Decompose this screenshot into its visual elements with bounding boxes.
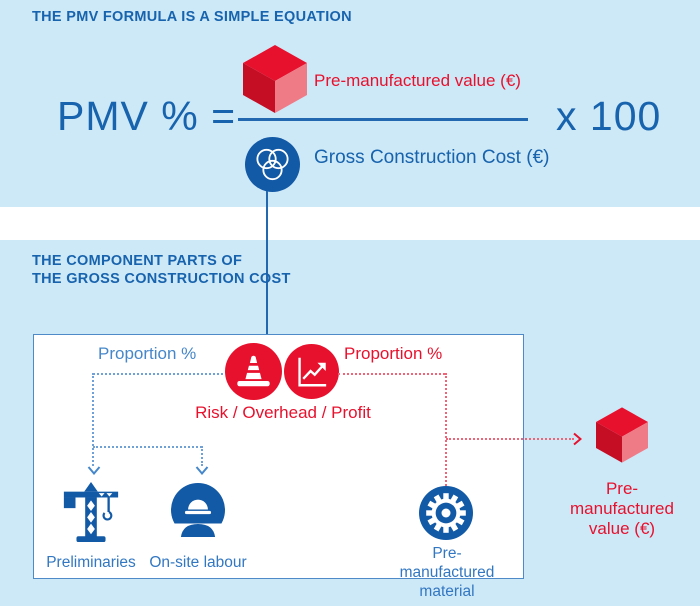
- output-label-line2: manufactured: [570, 499, 674, 518]
- crane-icon: [60, 480, 122, 544]
- red-dotted-line-top: [338, 373, 445, 375]
- formula-multiplier: x 100: [556, 93, 662, 139]
- proportion-right-label: Proportion %: [344, 344, 443, 363]
- worker-icon: [171, 483, 225, 537]
- components-heading-line1: THE COMPONENT PARTS OF: [32, 253, 243, 269]
- output-label-line3: value (€): [588, 519, 656, 538]
- formula-section-background: [0, 0, 700, 207]
- preliminaries-label: Preliminaries: [46, 554, 136, 571]
- components-section-heading: THE COMPONENT PARTS OF THE GROSS CONSTRU…: [32, 253, 291, 288]
- blue-dotted-line-branch: [93, 446, 202, 448]
- traffic-cone-icon: [225, 343, 282, 400]
- blue-dotted-line-branch-drop: [201, 446, 203, 466]
- formula-lhs: PMV % =: [57, 93, 237, 139]
- components-heading-line2: THE GROSS CONSTRUCTION COST: [32, 270, 291, 287]
- risk-overhead-profit-label: Risk / Overhead / Profit: [195, 403, 371, 422]
- formula-section-heading: THE PMV FORMULA IS A SIMPLE EQUATION: [32, 9, 352, 25]
- red-dotted-line-vertical: [445, 373, 447, 486]
- fraction-line: [238, 118, 528, 121]
- red-dotted-line-to-cube: [446, 438, 574, 440]
- denominator-label: Gross Construction Cost (€): [314, 147, 550, 168]
- proportion-left-label: Proportion %: [98, 344, 197, 363]
- red-cube-icon: [243, 45, 307, 113]
- connector-line: [266, 191, 268, 334]
- down-arrow-icon: [87, 466, 101, 475]
- onsite-labour-label: On-site labour: [149, 554, 247, 571]
- output-value-label: Pre- manufactured value (€): [552, 479, 692, 539]
- blue-dotted-line-top: [93, 373, 223, 375]
- right-arrow-icon: [573, 432, 582, 446]
- saw-blade-icon: [419, 486, 473, 540]
- blue-dotted-line-left: [92, 373, 94, 466]
- down-arrow-icon: [195, 466, 209, 475]
- premanufactured-material-label: Pre-manufactured material: [399, 545, 495, 600]
- output-label-line1: Pre-: [605, 479, 639, 498]
- red-cube-icon: [596, 407, 648, 463]
- venn-circles-icon: [245, 137, 300, 192]
- growth-chart-icon: [284, 344, 339, 399]
- numerator-label: Pre-manufactured value (€): [314, 71, 521, 90]
